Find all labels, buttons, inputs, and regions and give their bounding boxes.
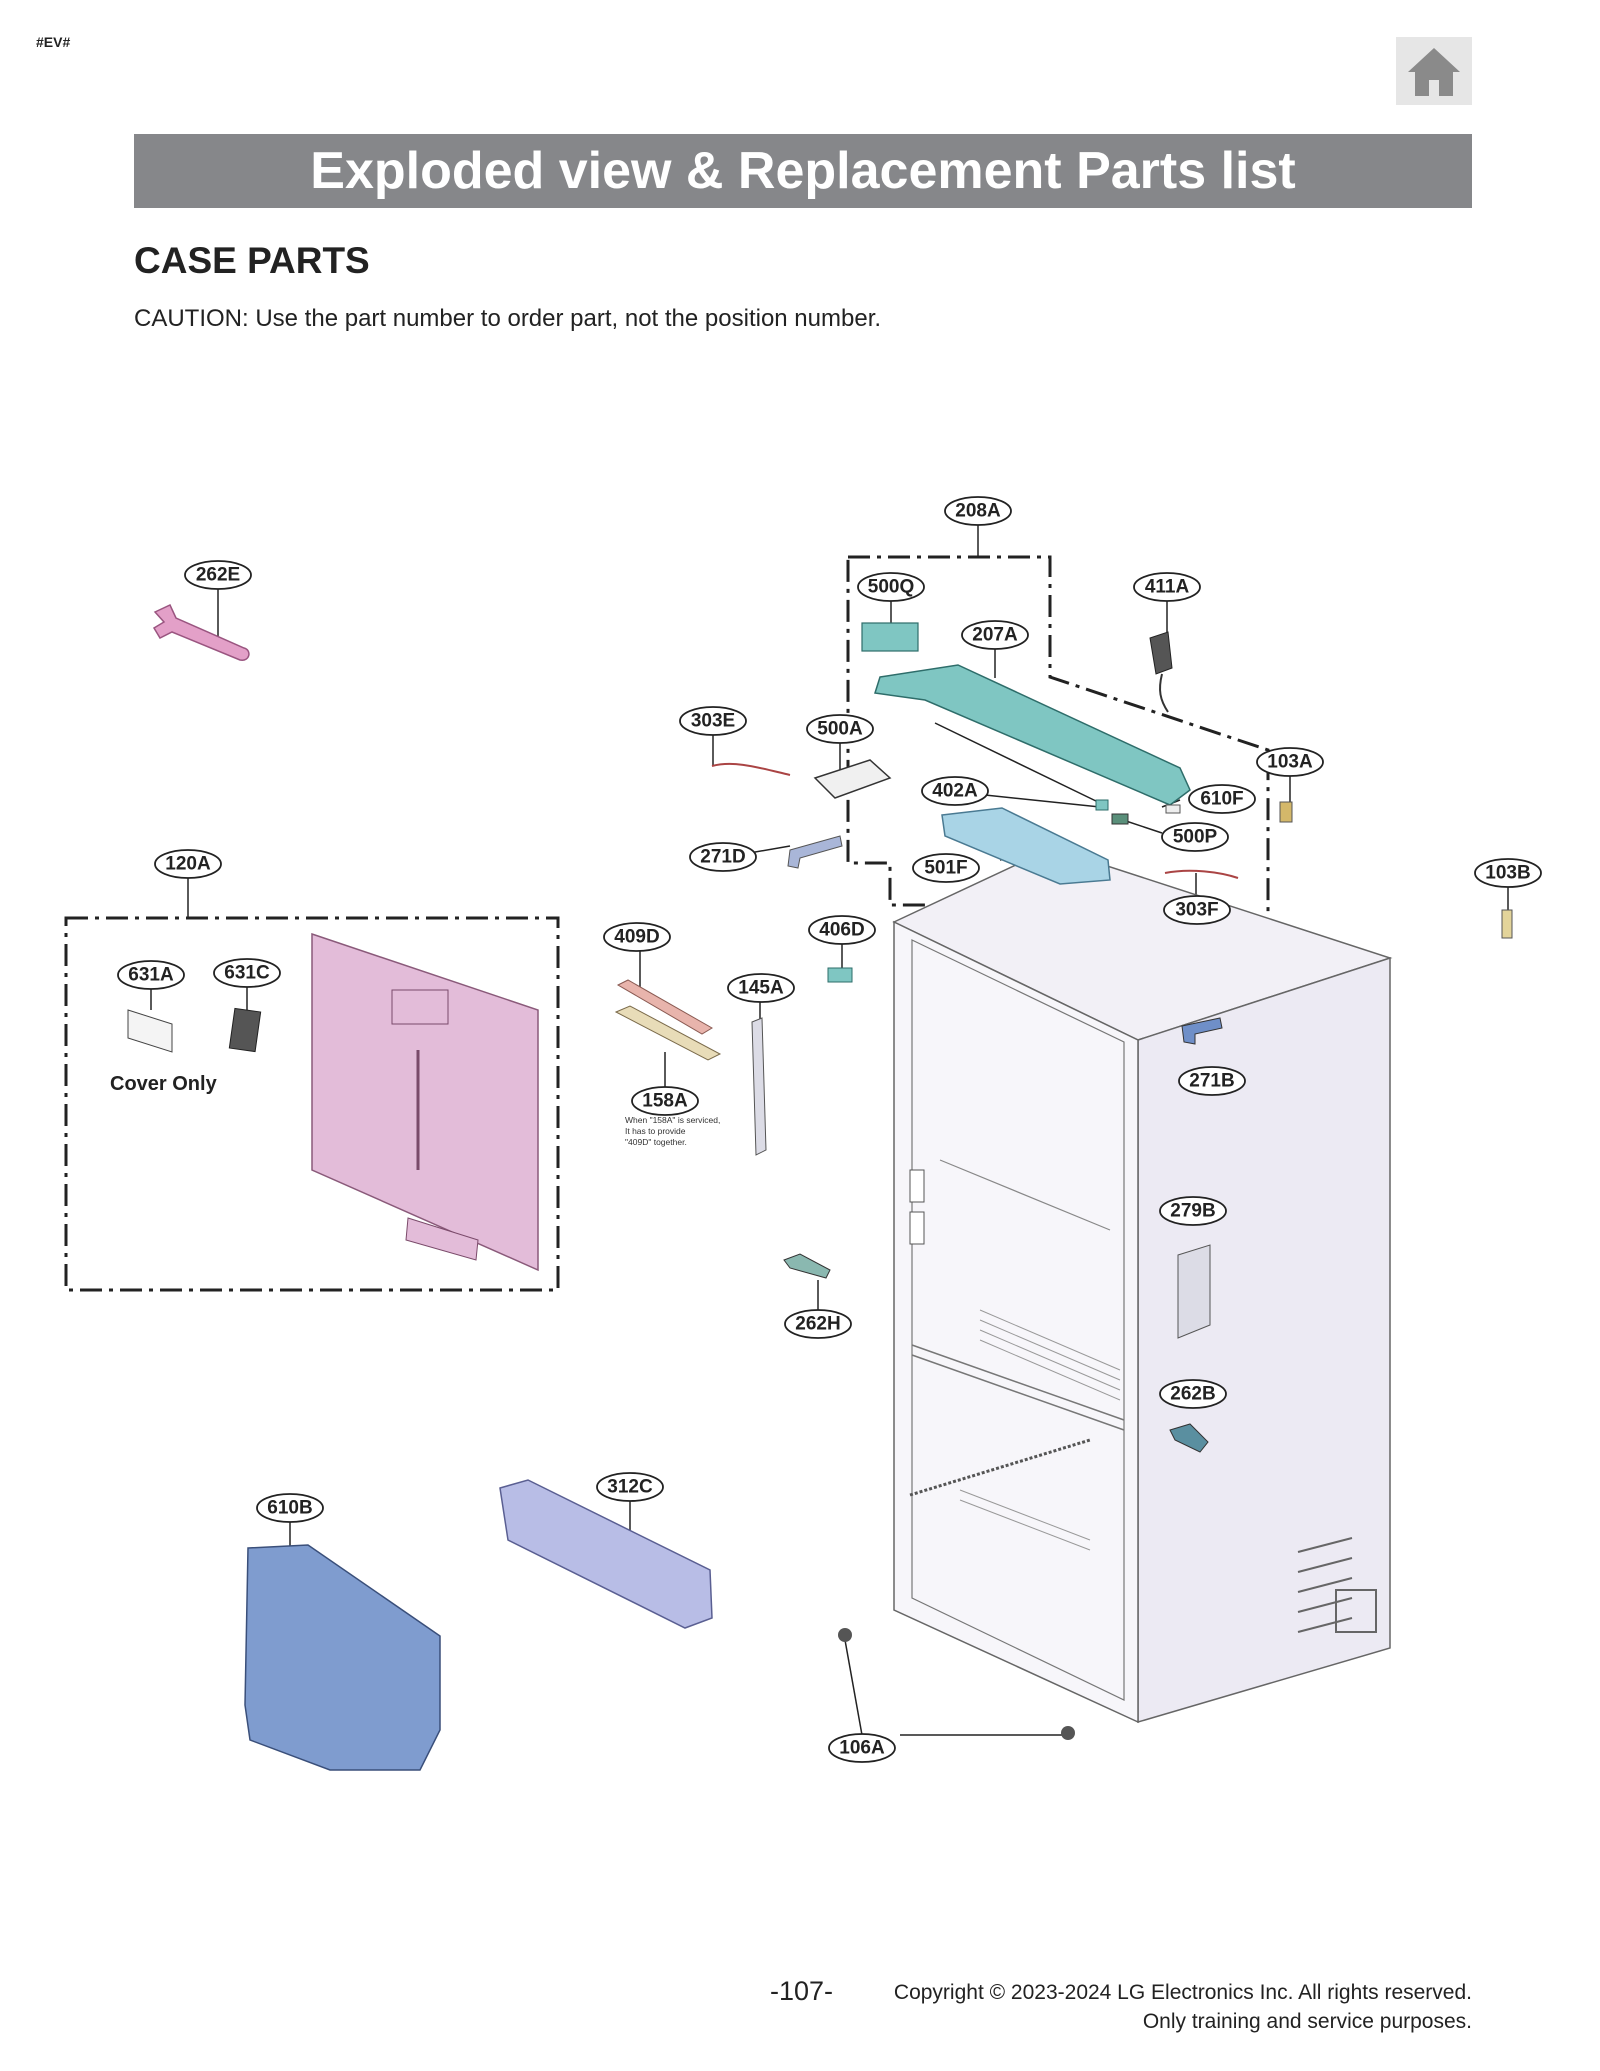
callout-402A: 402A <box>932 781 978 802</box>
part-500P <box>1111 813 1129 825</box>
home-button[interactable] <box>1396 37 1472 105</box>
callout-500A: 500A <box>817 719 863 740</box>
part-409D-bar <box>616 979 713 1035</box>
part-402A-sensor <box>1095 799 1109 811</box>
callout-106A: 106A <box>839 1738 885 1759</box>
callout-207A: 207A <box>972 625 1018 646</box>
part-631A-filter-cover <box>127 1009 173 1053</box>
callout-158A: 158A <box>642 1091 688 1112</box>
callout-500Q: 500Q <box>868 577 914 598</box>
callout-631C: 631C <box>224 963 270 984</box>
part-271D-hinge <box>787 835 843 869</box>
callout-610B: 610B <box>267 1498 312 1519</box>
callout-501F: 501F <box>924 858 967 879</box>
callout-406D: 406D <box>819 920 864 941</box>
part-411A-cord <box>1149 631 1173 713</box>
callout-631A: 631A <box>128 965 174 986</box>
refrigerator-cabinet <box>892 847 1393 1724</box>
callout-303E: 303E <box>691 711 735 732</box>
part-610F <box>1165 804 1181 814</box>
part-120A-panel <box>311 932 539 1272</box>
callout-500P: 500P <box>1173 827 1218 848</box>
callout-ellipses <box>117 496 1542 1763</box>
part-158A-bar <box>614 1005 722 1061</box>
part-103A-bracket <box>1279 801 1293 823</box>
callout-145A: 145A <box>738 978 784 999</box>
callout-610F: 610F <box>1200 789 1243 810</box>
callout-312C: 312C <box>607 1477 653 1498</box>
part-312C-bin <box>499 1479 713 1629</box>
part-631C-filter <box>228 1007 262 1053</box>
note-158A-line2: It has to provide <box>625 1126 686 1136</box>
copyright-line1: Copyright © 2023-2024 LG Electronics Inc… <box>893 1981 1472 2004</box>
part-106A-foot-rear <box>1061 1726 1075 1740</box>
note-158A-line3: "409D" together. <box>625 1137 687 1147</box>
part-103B-bracket <box>1501 909 1513 939</box>
callout-271D: 271D <box>700 847 745 868</box>
part-271B-hinge <box>1181 1017 1223 1045</box>
part-500Q-board <box>861 622 919 652</box>
page-number: -107- <box>770 1976 834 2006</box>
part-262B <box>1169 1423 1209 1453</box>
section-title: CASE PARTS <box>134 240 370 281</box>
callout-303F: 303F <box>1175 900 1218 921</box>
part-207A-cover <box>874 664 1191 806</box>
callout-409D: 409D <box>614 927 659 948</box>
callout-279B: 279B <box>1170 1201 1215 1222</box>
part-145A-strip <box>751 1017 767 1156</box>
callout-262B: 262B <box>1170 1384 1215 1405</box>
copyright-line2: Only training and service purposes. <box>1142 2010 1472 2033</box>
group-box-120A <box>64 916 560 1292</box>
callout-271B: 271B <box>1189 1071 1234 1092</box>
home-icon <box>1408 48 1460 96</box>
callout-120A: 120A <box>165 854 211 875</box>
part-406D <box>827 967 853 983</box>
document-tag: #EV# <box>36 34 71 50</box>
callout-411A: 411A <box>1145 577 1190 598</box>
callout-262H: 262H <box>795 1314 840 1335</box>
part-501F-cover <box>941 807 1111 885</box>
part-610B-fan-assembly <box>244 1544 441 1771</box>
copyright-block: Copyright © 2023-2024 LG Electronics Inc… <box>894 1978 1472 2036</box>
leader-lines <box>150 525 1509 1736</box>
part-262E-wrench <box>152 604 250 661</box>
callout-103B: 103B <box>1485 863 1530 884</box>
part-303E-harness <box>711 762 791 776</box>
cover-only-label: Cover Only <box>110 1073 218 1095</box>
part-500A-board <box>813 759 892 799</box>
note-158A-line1: When "158A" is serviced, <box>625 1115 720 1125</box>
part-106A-foot-front <box>838 1628 852 1642</box>
part-262H <box>783 1253 831 1279</box>
callout-208A: 208A <box>955 501 1001 522</box>
callout-103A: 103A <box>1267 752 1313 773</box>
page-banner-title: Exploded view & Replacement Parts list <box>134 134 1472 208</box>
callout-262E: 262E <box>196 565 240 586</box>
part-303F-harness <box>1164 869 1239 879</box>
part-279B-display <box>1177 1244 1211 1339</box>
caution-text: CAUTION: Use the part number to order pa… <box>134 305 882 332</box>
